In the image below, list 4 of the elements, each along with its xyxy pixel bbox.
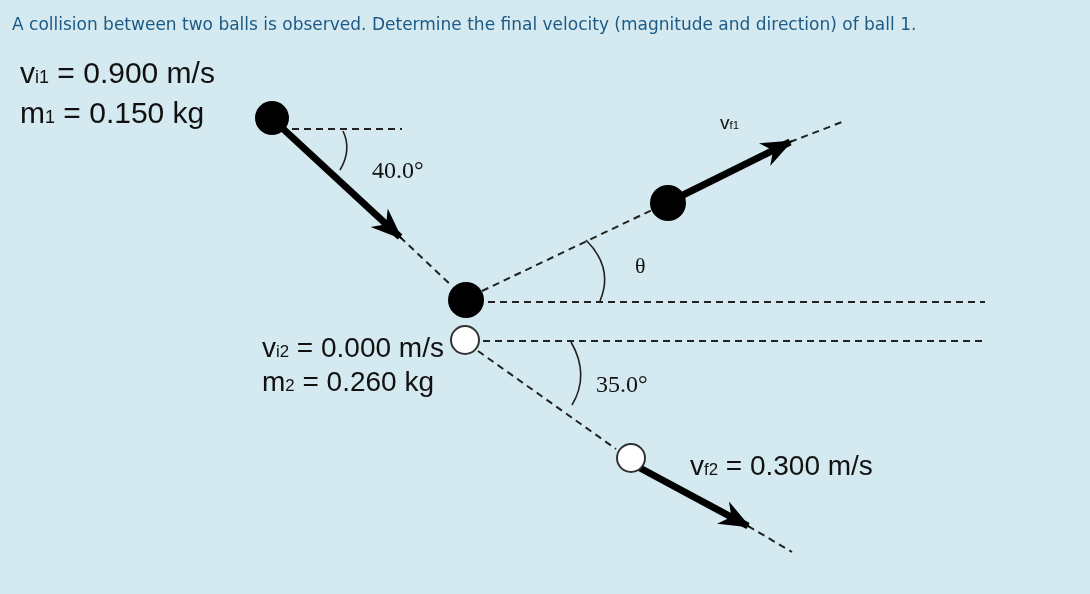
angle-label: θ (635, 255, 646, 277)
heading: A collision between two balls is observed. Determine the final velocity (magnitude and direction) of ball 1. (12, 14, 917, 34)
angle-label: 35.0° (596, 372, 648, 396)
angle-label: 40.0° (372, 158, 424, 182)
